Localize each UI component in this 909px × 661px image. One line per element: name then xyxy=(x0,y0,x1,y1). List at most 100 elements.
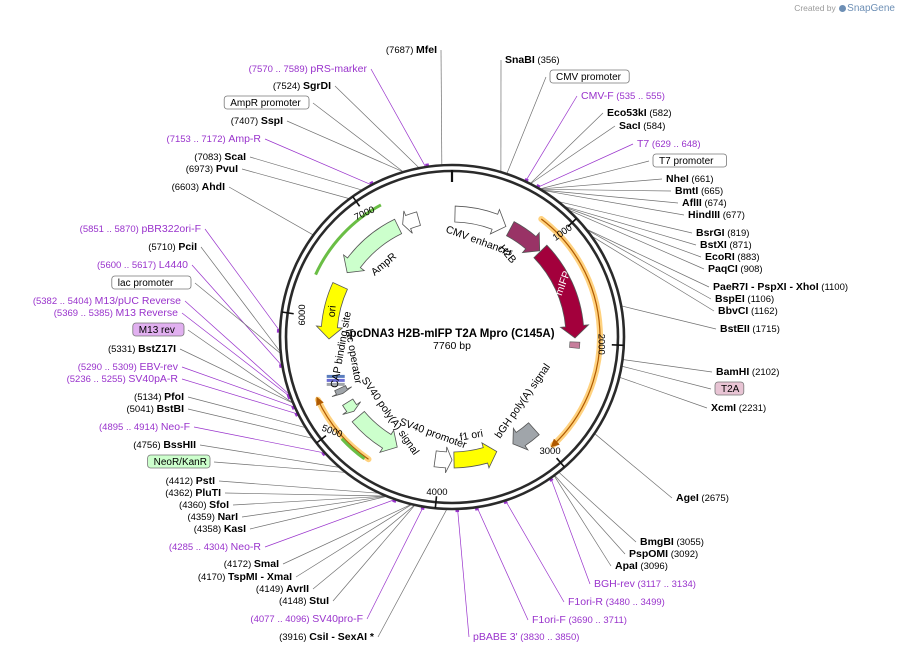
leader-line xyxy=(541,190,678,203)
feature-label-ori: ori xyxy=(326,305,339,318)
leader-line xyxy=(195,283,281,354)
leader-line xyxy=(265,139,372,185)
leader-line xyxy=(296,504,412,577)
leader-line xyxy=(233,496,387,505)
leader-line xyxy=(458,509,469,637)
label-bsshii: (4756) BssHII xyxy=(133,439,196,451)
leader-line xyxy=(313,103,404,172)
tick-mark xyxy=(353,197,360,207)
label-agei: AgeI (2675) xyxy=(676,492,729,504)
label-text: F1ori-R (3480 .. 3499) xyxy=(568,596,665,608)
label-text: (6973) PvuI xyxy=(186,163,238,175)
label-xcmi: XcmI (2231) xyxy=(711,402,766,414)
label-box-text: lac promoter xyxy=(118,278,174,289)
tick-label: 7000 xyxy=(353,204,377,223)
plasmid-size: 7760 bp xyxy=(433,340,471,352)
label-bstz17i: (5331) BstZ17I xyxy=(108,343,176,355)
leader-line xyxy=(530,126,615,184)
label-box-text: M13 rev xyxy=(139,325,175,336)
leader-line xyxy=(537,144,633,188)
label-text: (5134) PfoI xyxy=(134,391,184,403)
label-text: (4077 .. 4096) SV40pro-F xyxy=(250,613,363,625)
label-text: AgeI (2675) xyxy=(676,492,729,504)
label-text: (4412) PstI xyxy=(166,475,215,487)
label-sv40pro-f: (4077 .. 4096) SV40pro-F xyxy=(250,613,363,625)
label-text: (7407) SspI xyxy=(231,115,283,127)
label-box-text: T2A xyxy=(721,384,740,395)
label-sspi: (7407) SspI xyxy=(231,115,283,127)
leader-line xyxy=(477,507,528,620)
label-text: (4359) NarI xyxy=(187,511,238,523)
label-tspmi: (4170) TspMI - XmaI xyxy=(198,571,292,583)
label-bstbi: (5041) BstBI xyxy=(126,403,184,415)
label-text: SnaBI (356) xyxy=(505,54,560,66)
label-text: BamHI (2102) xyxy=(716,366,779,378)
label-text: BsrGI (819) xyxy=(696,227,749,239)
label-apai: ApaI (3096) xyxy=(615,560,668,572)
feature-bgh-polya xyxy=(513,423,539,450)
label-csii: (3916) CsiI - SexAI * xyxy=(279,631,375,643)
leader-line xyxy=(367,507,423,619)
leader-line xyxy=(507,77,546,174)
label-text: (5331) BstZ17I xyxy=(108,343,176,355)
label-cmv-f: CMV-F (535 .. 555) xyxy=(581,90,665,102)
label-text: BmgBI (3055) xyxy=(640,536,704,548)
center-title: pcDNA3 H2B-mIFP T2A Mpro (C145A) 7760 bp xyxy=(349,328,554,352)
label-hindiii: HindIII (677) xyxy=(688,209,745,221)
label-aflii: AflII (674) xyxy=(682,197,727,209)
feature-t2a xyxy=(570,342,580,349)
leader-line xyxy=(540,189,671,191)
leader-line xyxy=(335,86,419,168)
label-bmgbi: BmgBI (3055) xyxy=(640,536,704,548)
label-pvui: (6973) PvuI xyxy=(186,163,238,175)
label-text: BstEII (1715) xyxy=(720,323,780,335)
label-text: PaqCI (908) xyxy=(708,263,763,275)
tick-label: 2000 xyxy=(595,334,606,355)
label-eco53ki: Eco53kI (582) xyxy=(607,107,672,119)
label-f1ori-f: F1ori-F (3690 .. 3711) xyxy=(532,614,627,626)
label-saci: SacI (584) xyxy=(619,120,665,132)
primer-mark xyxy=(421,508,424,509)
label-ahdi: (6603) AhdI xyxy=(172,181,226,193)
label-bsteii: BstEII (1715) xyxy=(720,323,780,335)
label-pbabe-3: pBABE 3' (3830 .. 3850) xyxy=(473,631,579,643)
label-text: (5851 .. 5870) pBR322ori-F xyxy=(80,223,201,235)
label-text: (5041) BstBI xyxy=(126,403,184,415)
plasmid-name: pcDNA3 H2B-mIFP T2A Mpro (C145A) xyxy=(349,328,554,340)
label-text: NheI (661) xyxy=(666,173,714,185)
label-paqci: PaqCI (908) xyxy=(708,263,763,275)
leader-line xyxy=(551,478,590,584)
label-text: BGH-rev (3117 .. 3134) xyxy=(594,578,696,590)
label-text: BstXI (871) xyxy=(700,239,752,251)
label-text: (4285 .. 4304) Neo-R xyxy=(169,541,262,553)
label-text: (7524) SgrDI xyxy=(273,80,331,92)
label-ampr-promoter: AmpR promoter xyxy=(224,96,309,109)
label-text: (5290 .. 5309) EBV-rev xyxy=(78,361,179,373)
snapgene-credit: Created by SnapGene xyxy=(794,3,895,14)
tick-label: 4000 xyxy=(426,487,447,498)
leader-line xyxy=(188,330,293,403)
tick-label: 3000 xyxy=(539,446,560,457)
label-text: (5369 .. 5385) M13 Reverse xyxy=(54,307,178,319)
credit-prefix: Created by xyxy=(794,3,836,13)
label-snabi: SnaBI (356) xyxy=(505,54,560,66)
label-text: BspEI (1106) xyxy=(715,293,774,305)
leader-line xyxy=(219,481,380,493)
label-text: (5236 .. 5255) SV40pA-R xyxy=(67,373,179,385)
leader-line xyxy=(205,229,280,331)
feature-label-ampr: AmpR xyxy=(369,250,399,278)
label-box-text: NeoR/KanR xyxy=(154,457,207,468)
leader-line xyxy=(287,121,404,172)
leader-line xyxy=(505,500,564,602)
label-text: (5710) PciI xyxy=(148,241,197,253)
label-bsrgi: BsrGI (819) xyxy=(696,227,749,239)
leader-line xyxy=(242,169,350,199)
label-text: EcoRI (883) xyxy=(705,251,760,263)
leader-line xyxy=(591,236,714,311)
label-bstxi: BstXI (871) xyxy=(700,239,752,251)
label-text: BbvCI (1162) xyxy=(718,305,778,317)
feature-sv40-promoter xyxy=(434,447,452,473)
label-text: (4148) StuI xyxy=(279,595,329,607)
